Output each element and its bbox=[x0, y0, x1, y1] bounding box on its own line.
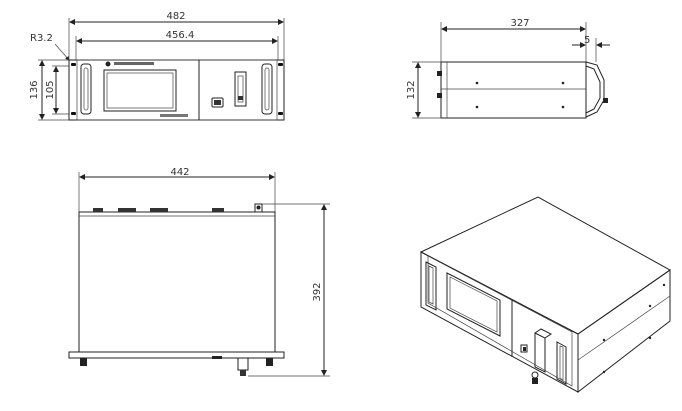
top-view: 442 392 bbox=[68, 167, 330, 377]
power-switch bbox=[211, 97, 224, 108]
dim-482-label: 482 bbox=[166, 11, 185, 22]
side-knob-bottom bbox=[437, 93, 442, 98]
dim-327-label: 327 bbox=[510, 18, 529, 29]
side-view: 327 5 132 bbox=[406, 18, 610, 119]
front-view: 482 456.4 R3.2 bbox=[29, 11, 285, 121]
dim-442-label: 442 bbox=[170, 167, 189, 178]
display-screen bbox=[103, 69, 177, 112]
isometric-view bbox=[419, 196, 671, 394]
dim-136-label: 136 bbox=[29, 80, 40, 99]
front-flange bbox=[68, 351, 285, 359]
side-body bbox=[440, 61, 587, 119]
dim-5-label: 5 bbox=[584, 35, 590, 46]
iso-side-face bbox=[577, 269, 671, 394]
iso-front-face bbox=[420, 251, 579, 393]
front-fitting bbox=[237, 357, 249, 371]
side-handle bbox=[585, 61, 605, 118]
left-handle bbox=[80, 63, 92, 115]
dim-456-label: 456.4 bbox=[166, 30, 195, 41]
top-body bbox=[78, 211, 276, 353]
dim-392-label: 392 bbox=[312, 282, 323, 301]
flowmeter bbox=[234, 71, 247, 107]
dim-r32-label: R3.2 bbox=[30, 33, 53, 44]
right-handle bbox=[261, 63, 273, 115]
gas-port-icon bbox=[256, 205, 261, 210]
dim-132-label: 132 bbox=[406, 80, 417, 99]
iso-display bbox=[446, 272, 501, 337]
iso-top-face bbox=[419, 196, 671, 335]
logo-icon bbox=[105, 61, 111, 67]
dim-105-label: 105 bbox=[45, 80, 56, 99]
side-knob-top bbox=[437, 71, 442, 76]
